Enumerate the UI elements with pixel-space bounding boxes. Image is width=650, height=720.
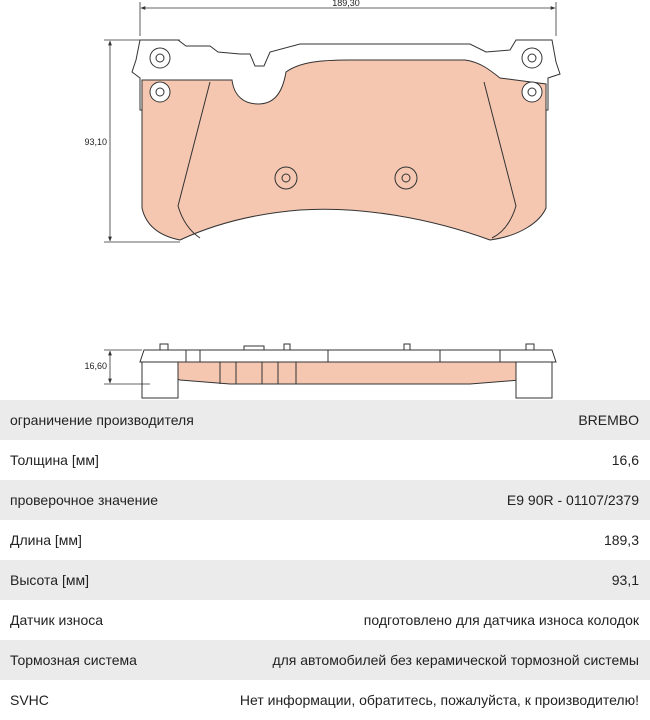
mount-hole-br-inner [527, 87, 537, 97]
spec-label: Высота [мм] [10, 572, 89, 588]
height-dimension [104, 39, 180, 243]
side-notch-5 [525, 343, 535, 350]
brake-pad-drawing: 189,30 93,10 [84, 0, 561, 399]
pad-edge-left [177, 205, 201, 239]
spec-row-manufacturer: ограничение производителя BREMBO [0, 400, 650, 440]
spec-label: Толщина [мм] [10, 452, 99, 468]
front-view [131, 39, 561, 241]
spec-row-thickness: Толщина [мм] 16,6 [0, 440, 650, 480]
spec-row-test-mark: проверочное значение E9 90R - 01107/2379 [0, 480, 650, 520]
mount-hole-bl [149, 81, 171, 103]
side-friction-pad [149, 361, 547, 385]
spec-row-height: Высота [мм] 93,1 [0, 560, 650, 600]
width-dimension [139, 2, 557, 36]
spec-value: 189,3 [603, 532, 639, 548]
spec-value: 16,6 [611, 452, 639, 468]
side-notch-3 [283, 343, 291, 350]
width-label: 189,30 [332, 0, 360, 8]
spec-label: проверочное значение [10, 492, 159, 508]
side-view [139, 343, 557, 399]
spec-value: подготовлено для датчика износа колодок [363, 612, 639, 628]
spec-table: ограничение производителя BREMBO Толщина… [0, 400, 650, 720]
thickness-dimension [104, 349, 150, 385]
pad-pin-right [394, 166, 418, 190]
mount-hole-tl [149, 47, 171, 69]
spec-value: BREMBO [578, 412, 639, 428]
spec-row-length: Длина [мм] 189,3 [0, 520, 650, 560]
side-notch-2 [243, 345, 265, 350]
pad-pin-right-inner [401, 173, 411, 183]
spec-value: для автомобилей без керамической тормозн… [272, 652, 639, 668]
friction-pad [141, 59, 547, 241]
pad-chamfer-right [483, 81, 517, 207]
spec-row-wear-sensor: Датчик износа подготовлено для датчика и… [0, 600, 650, 640]
pad-pin-left [274, 166, 298, 190]
spec-label: ограничение производителя [10, 412, 194, 428]
side-notch-1 [159, 343, 169, 350]
spec-label: SVHC [10, 692, 49, 708]
pad-edge-right [491, 205, 517, 239]
height-label: 93,10 [84, 137, 107, 147]
spec-value: 93,1 [611, 572, 639, 588]
spec-label: Длина [мм] [10, 532, 82, 548]
thickness-label: 16,60 [84, 361, 107, 371]
side-lug-left [141, 361, 179, 399]
spec-row-svhc: SVHC Нет информации, обратитесь, пожалуй… [0, 680, 650, 720]
mount-hole-tr-inner [527, 53, 537, 63]
spec-label: Датчик износа [10, 612, 104, 628]
mount-hole-tr [521, 47, 543, 69]
mount-hole-br [521, 81, 543, 103]
side-notch-4 [403, 343, 411, 350]
pad-chamfer-left [177, 81, 211, 207]
mount-hole-tl-inner [155, 53, 165, 63]
spec-value: Нет информации, обратитесь, пожалуйста, … [239, 692, 639, 708]
side-lug-right [515, 361, 553, 399]
mount-hole-bl-inner [155, 87, 165, 97]
spec-value: E9 90R - 01107/2379 [506, 492, 639, 508]
spec-label: Тормозная система [10, 652, 137, 668]
spec-row-brake-system: Тормозная система для автомобилей без ке… [0, 640, 650, 680]
technical-drawing: 189,30 93,10 [84, 0, 561, 399]
pad-pin-left-inner [281, 173, 291, 183]
side-backing-plate [139, 349, 557, 363]
